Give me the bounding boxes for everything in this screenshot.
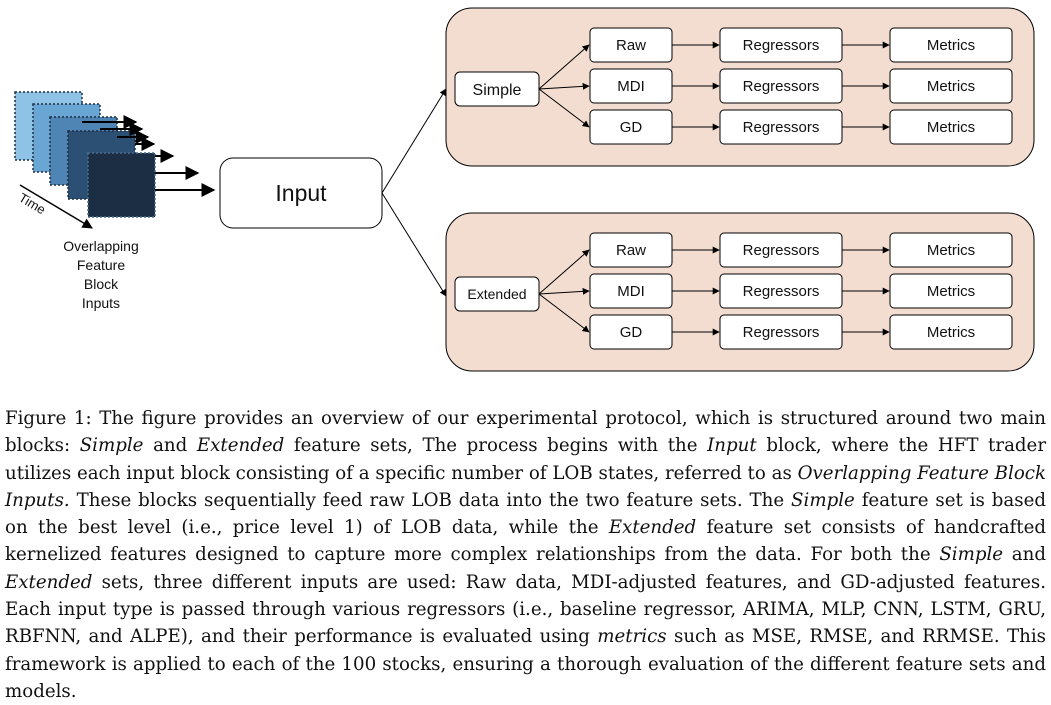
simple-branch-label: Simple xyxy=(473,82,522,99)
caption-segment: block, where the HFT trader utilizes eac… xyxy=(5,435,1047,484)
time-axis-arrow xyxy=(19,184,93,229)
caption-segment: sets, three different inputs are used: R… xyxy=(5,571,1046,648)
feature-block-label: Overlapping Feature Block Inputs xyxy=(63,238,139,311)
extended-mdi-metrics-label: Metrics xyxy=(927,283,975,300)
extended-mdi-regressors-label: Regressors xyxy=(743,283,820,300)
feature-block-label-line-2: Feature xyxy=(77,257,125,273)
simple-row-mdi: MDI Regressors Metrics xyxy=(589,68,1013,104)
extended-branch-label: Extended xyxy=(467,286,526,302)
simple-raw-label: Raw xyxy=(616,37,646,54)
caption-segment: metrics xyxy=(597,626,667,648)
simple-gd-metrics-label: Metrics xyxy=(927,119,975,136)
simple-row-gd: GD Regressors Metrics xyxy=(589,109,1013,145)
extended-raw-regressors-label: Regressors xyxy=(743,242,820,259)
caption-segment: Extended xyxy=(608,517,697,539)
simple-gd-regressors-label: Regressors xyxy=(743,119,820,136)
simple-mdi-metrics-label: Metrics xyxy=(927,78,975,95)
caption-segment: Extended xyxy=(196,435,285,457)
extended-gd-label: GD xyxy=(620,324,643,341)
caption-segment: such as MSE, RMSE, and RRMSE. This frame… xyxy=(5,626,1046,702)
input-label: Input xyxy=(275,180,327,206)
simple-raw-metrics-label: Metrics xyxy=(927,37,975,54)
extended-mdi-label: MDI xyxy=(617,283,645,300)
extended-row-raw: Raw Regressors Metrics xyxy=(589,232,1013,268)
extended-gd-metrics-label: Metrics xyxy=(927,324,975,341)
feature-block-label-line-4: Inputs xyxy=(82,295,120,311)
caption-segment: Simple xyxy=(939,544,1004,566)
figure-caption: Figure 1: The figure provides an overvie… xyxy=(5,405,1046,705)
extended-feature-panel: Extended Raw Regressors Metrics MDI Regr… xyxy=(445,212,1035,372)
simple-mdi-label: MDI xyxy=(617,78,645,95)
extended-row-gd: GD Regressors Metrics xyxy=(589,314,1013,350)
caption-segment: Simple xyxy=(791,489,855,511)
simple-mdi-regressors-label: Regressors xyxy=(743,78,820,95)
protocol-diagram: Time Overlapping Feature Block Inputs In… xyxy=(14,7,1035,372)
simple-raw-regressors-label: Regressors xyxy=(743,37,820,54)
caption-segment: Input xyxy=(707,435,757,457)
feature-block-layer-5 xyxy=(87,152,156,218)
caption-segment: feature sets, The process begins with th… xyxy=(284,435,708,457)
extended-raw-label: Raw xyxy=(616,242,646,259)
caption-segment: and xyxy=(143,435,197,457)
feature-block-stack xyxy=(14,91,156,218)
simple-row-raw: Raw Regressors Metrics xyxy=(589,27,1013,63)
caption-segment: Simple xyxy=(79,435,144,457)
feature-block-label-line-1: Overlapping xyxy=(63,238,139,254)
simple-feature-panel: Simple Raw Regressors Metrics MDI Regres… xyxy=(445,7,1035,167)
extended-row-mdi: MDI Regressors Metrics xyxy=(589,273,1013,309)
caption-segment: Overlapping Feature Block Inputs. xyxy=(5,462,1047,511)
caption-segment: feature set consists of handcrafted kern… xyxy=(5,517,1046,566)
caption-segment: and xyxy=(1003,544,1046,566)
simple-gd-label: GD xyxy=(620,119,643,136)
caption-segment: These blocks sequentially feed raw LOB d… xyxy=(69,489,792,511)
caption-segment: Extended xyxy=(5,571,93,593)
caption-segment: Figure 1: The figure provides an overvie… xyxy=(5,408,1046,457)
block-output-arrows xyxy=(82,115,216,197)
input-to-extended-arrow xyxy=(381,192,447,297)
input-to-simple-arrow xyxy=(381,88,447,194)
time-label: Time xyxy=(16,190,48,217)
extended-raw-metrics-label: Metrics xyxy=(927,242,975,259)
extended-gd-regressors-label: Regressors xyxy=(743,324,820,341)
caption-segment: feature set is based on the best level (… xyxy=(5,489,1046,539)
feature-block-label-line-3: Block xyxy=(84,276,119,292)
